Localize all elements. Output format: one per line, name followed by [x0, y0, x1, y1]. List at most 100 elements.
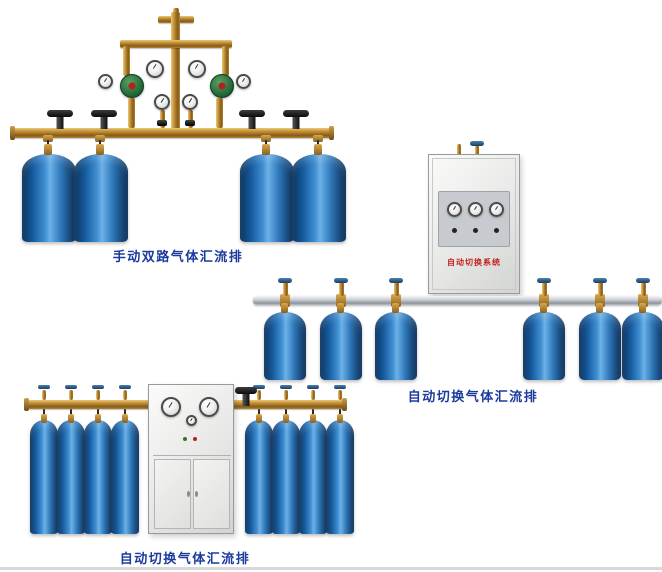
pipe-union — [336, 294, 346, 307]
indicator-light — [193, 437, 197, 441]
gas-cylinder — [245, 420, 273, 534]
cylinder-valve — [122, 414, 128, 423]
gas-cylinder — [22, 154, 76, 242]
connection-hose — [339, 409, 341, 417]
cylinder-valve — [639, 303, 646, 313]
cylinder-valve — [68, 414, 74, 423]
pressure-gauge — [146, 60, 164, 78]
valve-stem — [123, 390, 127, 400]
shutoff-valve-handle — [283, 110, 309, 117]
gas-cylinder — [84, 420, 112, 534]
pipe-elbow — [261, 135, 271, 142]
cabinet-inlet-pipe — [457, 144, 461, 156]
gas-cylinder — [375, 312, 417, 380]
header-manifold-pipe — [232, 400, 344, 409]
gas-cylinder — [299, 420, 327, 534]
gas-regulator — [120, 74, 144, 98]
product-manual-dual-manifold: 手动双路气体汇流排 — [8, 6, 348, 266]
connection-hose — [97, 409, 99, 417]
pipe-union — [638, 294, 648, 307]
aluminum-header-pipe — [253, 296, 662, 305]
gas-cylinder — [57, 420, 85, 534]
gas-cylinder — [272, 420, 300, 534]
valve-stem — [598, 282, 603, 296]
valve-handwheel — [65, 385, 77, 389]
gas-cylinder — [74, 154, 128, 242]
control-knob — [494, 228, 499, 233]
pipe-union — [595, 294, 605, 307]
pipe-union — [280, 294, 290, 307]
regulator-outlet-pipe — [128, 98, 135, 128]
header-manifold-pipe — [14, 128, 330, 138]
product-auto-switch-manifold-wall: 自动切换系统 自动切换气体汇流排 — [253, 141, 662, 404]
cylinder-valve — [596, 303, 603, 313]
valve-stem — [394, 282, 399, 296]
cabinet-door-outline — [432, 158, 516, 290]
valve-handwheel — [253, 385, 265, 389]
pressure-gauge — [447, 202, 462, 217]
gas-cylinder — [320, 312, 362, 380]
pipe-elbow — [313, 135, 323, 142]
valve-body — [157, 120, 167, 126]
pressure-gauge — [188, 60, 206, 78]
cabinet-divider — [153, 455, 231, 456]
pipe-elbow — [43, 135, 53, 142]
gas-cylinder — [240, 154, 294, 242]
control-cabinet: 自动切换系统 — [428, 154, 520, 294]
cylinder-valve — [337, 303, 344, 313]
product-auto-switch-manifold-floor: 自动切换气体汇流排 — [20, 376, 356, 568]
product-caption: 自动切换气体汇流排 — [407, 389, 539, 404]
cylinder-valve — [96, 144, 104, 155]
connection-hose — [317, 140, 319, 146]
gas-cylinder — [111, 420, 139, 534]
valve-handwheel — [307, 385, 319, 389]
cylinder-valve — [41, 414, 47, 423]
pressure-gauge — [182, 94, 198, 110]
valve-body — [185, 120, 195, 126]
pipe-union — [539, 294, 549, 307]
gas-cylinder — [30, 420, 58, 534]
valve-stem — [96, 390, 100, 400]
shutoff-valve-handle — [91, 110, 117, 117]
cylinder-valve — [540, 303, 547, 313]
connection-hose — [265, 140, 267, 146]
pressure-gauge — [154, 94, 170, 110]
connection-hose — [70, 409, 72, 417]
gas-cylinder — [292, 154, 346, 242]
connection-hose — [124, 409, 126, 417]
connection-hose — [285, 409, 287, 417]
shutoff-valve-handle — [47, 110, 73, 117]
cylinder-valve — [256, 414, 262, 423]
shutoff-valve-handle — [235, 387, 257, 394]
gauge-stem — [160, 110, 165, 128]
pressure-gauge — [186, 415, 197, 426]
pipe-end-cap — [329, 126, 334, 140]
valve-handwheel — [334, 385, 346, 389]
valve-handwheel — [334, 278, 348, 283]
valve-handwheel — [280, 385, 292, 389]
cylinder-valve — [310, 414, 316, 423]
valve-stem — [257, 390, 261, 400]
control-knob — [473, 228, 478, 233]
valve-handwheel — [593, 278, 607, 283]
valve-stem — [641, 282, 646, 296]
indicator-light — [183, 437, 187, 441]
control-cabinet — [148, 384, 234, 534]
cylinder-valve — [262, 144, 270, 155]
shutoff-valve-handle — [239, 110, 265, 117]
valve-stem — [542, 282, 547, 296]
cylinder-valve — [281, 303, 288, 313]
pressure-gauge — [98, 74, 113, 89]
cabinet-label: 自动切换系统 — [447, 258, 501, 267]
valve-stem — [42, 390, 46, 400]
valve-stem — [283, 282, 288, 296]
regulator-drop-pipe — [222, 46, 229, 76]
cabinet-door — [154, 459, 191, 529]
manifold-riser-pipe — [171, 12, 180, 130]
gas-cylinder — [622, 312, 662, 380]
cabinet-inlet-pipe — [475, 144, 479, 156]
gas-regulator — [210, 74, 234, 98]
valve-handwheel — [119, 385, 131, 389]
cylinder-valve — [283, 414, 289, 423]
